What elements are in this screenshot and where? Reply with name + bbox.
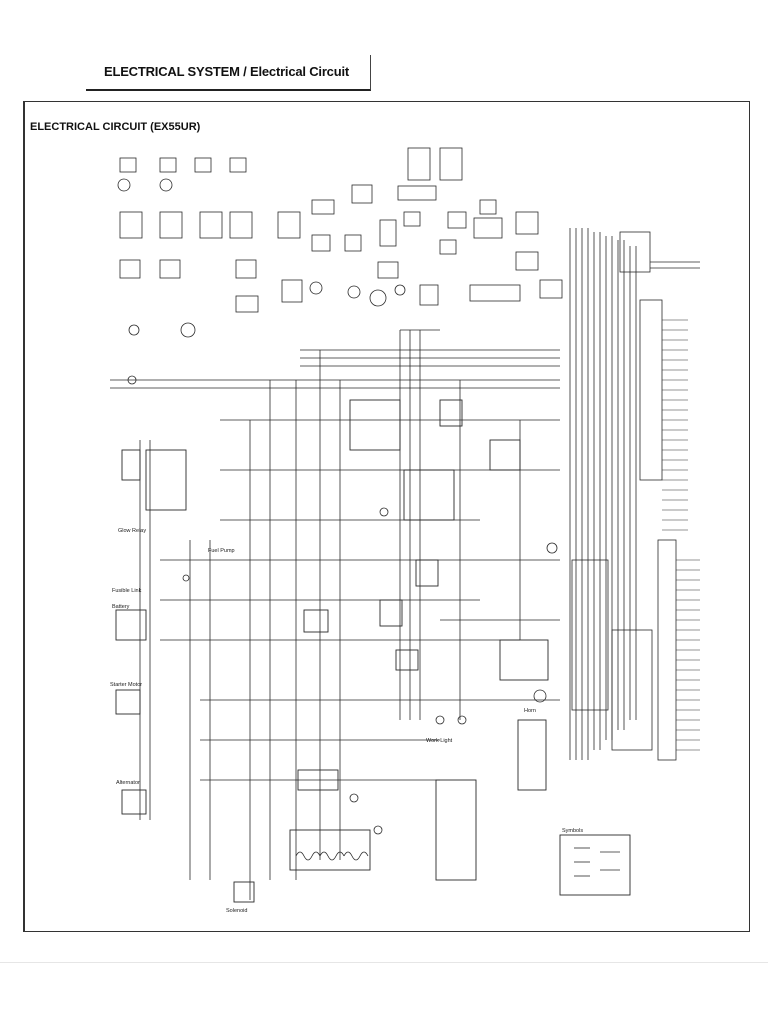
relay-pair [517, 719, 547, 791]
relay [303, 609, 329, 633]
fuse-box [349, 399, 401, 451]
harness-bus [569, 228, 700, 761]
diagram-frame [23, 101, 750, 932]
relay [395, 649, 419, 671]
connector-block [229, 157, 247, 173]
connector-block [479, 199, 497, 215]
header-box [86, 55, 371, 91]
output-leads [662, 319, 700, 751]
connector-chart [117, 147, 563, 338]
page-divider [0, 962, 768, 963]
label-work-light: Work Light [426, 738, 453, 744]
circuit-title: ELECTRICAL CIRCUIT (EX55UR) [30, 121, 201, 133]
connector-block [539, 279, 563, 299]
lamp-symbol [435, 715, 445, 725]
connector-block [419, 284, 439, 306]
solenoid-box [233, 881, 255, 903]
connector-block [119, 157, 137, 173]
switch-panel [571, 559, 609, 711]
connector-block [311, 199, 335, 215]
lamp-symbol [457, 715, 467, 725]
connector-block [473, 217, 503, 239]
horn-symbol [533, 689, 547, 703]
glow-plug-symbol [295, 851, 321, 861]
connector-block [515, 251, 539, 271]
switch [297, 769, 339, 791]
label-battery: Battery [112, 604, 130, 610]
connector-round [159, 178, 173, 192]
section-title: ELECTRICAL SYSTEM / Electrical Circuit [104, 64, 349, 79]
connector-block [119, 259, 141, 279]
connector-block [235, 259, 257, 279]
symbols-legend [559, 834, 631, 896]
connector-block [235, 295, 259, 313]
label-solenoid: Solenoid [226, 908, 247, 914]
connector-block [403, 211, 421, 227]
connector-block [515, 211, 539, 235]
connector-block [229, 211, 253, 239]
main-wiring [110, 329, 560, 900]
connector-block [407, 147, 431, 181]
connector-block [447, 211, 467, 229]
connector-block [439, 147, 463, 181]
connector-block [311, 234, 331, 252]
monitor-unit [435, 779, 477, 881]
component-boxes [115, 399, 631, 903]
relay-pair [499, 639, 549, 681]
connector-round [369, 289, 387, 307]
label-alternator: Alternator [116, 780, 140, 786]
connector-block [344, 234, 362, 252]
connector-strip [639, 299, 663, 481]
connector-block [397, 185, 437, 201]
connector-block [379, 219, 397, 247]
controller-box [611, 629, 653, 751]
connector-round [394, 284, 406, 296]
connector-block [119, 211, 143, 239]
relay [415, 559, 439, 587]
connector-block [377, 261, 399, 279]
connector-block [159, 211, 183, 239]
symbols [127, 375, 620, 877]
label-symbols: Symbols [562, 828, 583, 834]
connector-round [347, 285, 361, 299]
solenoid-valve-block [619, 231, 651, 273]
relay [379, 599, 403, 627]
relay [439, 399, 463, 427]
connector-round [180, 322, 196, 338]
connector-block [194, 157, 212, 173]
label-starter-motor: Starter Motor [110, 682, 142, 688]
glow-plug-group [289, 829, 371, 871]
connector-block [121, 449, 141, 481]
connector-round [117, 178, 131, 192]
label-fuel-pump: Fuel Pump [208, 548, 235, 554]
connector-block [469, 284, 521, 302]
connector-block [159, 157, 177, 173]
label-horn: Horn [524, 708, 536, 714]
label-glow-relay: Glow Relay [118, 528, 146, 534]
connector-block [199, 211, 223, 239]
connector-block [281, 279, 303, 303]
relay [489, 439, 521, 471]
label-fusible-link: Fusible Link [112, 588, 142, 594]
connector-strip [657, 539, 677, 761]
connector-round [309, 281, 323, 295]
glow-relay-box [145, 449, 187, 511]
connector-block [277, 211, 301, 239]
relay-block [403, 469, 455, 521]
connector-block [351, 184, 373, 204]
connector-block [159, 259, 181, 279]
connector-block [439, 239, 457, 255]
battery-box [115, 609, 147, 641]
alternator-box [121, 789, 147, 815]
connector-round [128, 324, 140, 336]
starter-box [115, 689, 141, 715]
